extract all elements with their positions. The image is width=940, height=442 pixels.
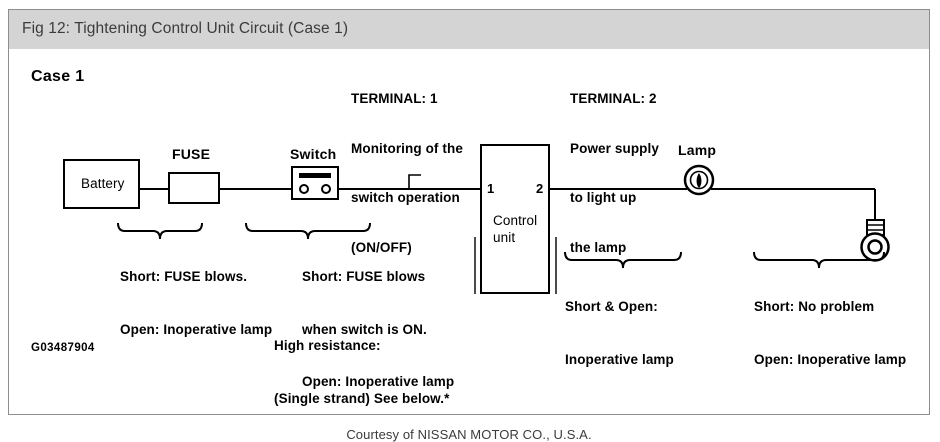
terminal-1-header-line2: Monitoring of the: [351, 140, 463, 156]
terminal-2-header-line4: the lamp: [570, 239, 627, 255]
terminal-2-header: TERMINAL: 2 Power supply to light up the…: [570, 58, 659, 289]
switch-label: Switch: [290, 146, 337, 162]
figure-code: G03487904: [31, 342, 95, 354]
lamp-icon: [683, 164, 715, 196]
note-fuse-switch: Short: FUSE blows when switch is ON. Ope…: [302, 233, 454, 426]
note-lamp-ground: Short: No problem Open: Inoperative lamp: [754, 263, 906, 403]
figure-title-bar: Fig 12: Tightening Control Unit Circuit …: [9, 10, 929, 49]
screenshot-root: Fig 12: Tightening Control Unit Circuit …: [8, 9, 930, 442]
note-battery-fuse-line2: Open: Inoperative lamp: [120, 321, 273, 337]
fuse-label: FUSE: [172, 146, 211, 162]
fuse-box: [168, 172, 220, 204]
terminal-1-header: TERMINAL: 1 Monitoring of the switch ope…: [351, 58, 463, 289]
brace-battery-fuse: [117, 222, 203, 240]
control-unit-box: [480, 144, 550, 294]
terminal-2-header-line2: Power supply: [570, 140, 659, 156]
control-unit-label-line1: Control: [493, 213, 538, 228]
note-control-lamp-line2: Inoperative lamp: [565, 351, 674, 367]
note-high-resistance-line2: (Single strand) See below.*: [274, 390, 450, 406]
note-fuse-switch-line1: Short: FUSE blows: [302, 269, 426, 284]
note-battery-fuse-line1: Short: FUSE blows.: [120, 269, 248, 284]
leader-terminal1: [408, 174, 421, 189]
terminal-1-header-line3: switch operation: [351, 190, 460, 205]
control-unit-label-line2: unit: [493, 230, 516, 245]
note-fuse-switch-line2: when switch is ON.: [302, 321, 427, 337]
terminal-1-header-line4: (ON/OFF): [351, 239, 412, 255]
figure-title: Fig 12: Tightening Control Unit Circuit …: [22, 20, 349, 37]
note-fuse-switch-line3: Open: Inoperative lamp: [302, 374, 455, 389]
case-title: Case 1: [31, 68, 85, 85]
switch-icon: [291, 166, 339, 200]
lamp-label: Lamp: [678, 142, 717, 158]
figure-footer: Courtesy of NISSAN MOTOR CO., U.S.A.: [346, 427, 592, 442]
ground-icon: [860, 219, 890, 262]
terminal-2-header-line3: to light up: [570, 190, 637, 205]
brace-fuse-switch: [245, 222, 371, 240]
circuit-schematic: [63, 144, 890, 294]
note-lamp-ground-line2: Open: Inoperative lamp: [754, 351, 907, 367]
terminal-1-number: 1: [487, 181, 495, 196]
note-high-resistance-line1: High resistance:: [274, 338, 381, 353]
battery-box: [63, 159, 140, 209]
note-battery-fuse: Short: FUSE blows. Open: Inoperative lam…: [120, 233, 272, 373]
brace-control-lamp: [564, 251, 682, 269]
diagram-canvas: Case 1 Battery FUSE Switch 1 2 Control u…: [9, 49, 929, 442]
note-control-lamp-line1: Short & Open:: [565, 299, 658, 314]
terminal-2-number: 2: [536, 181, 544, 196]
brace-lamp-ground: [753, 251, 885, 269]
figure-frame: Fig 12: Tightening Control Unit Circuit …: [8, 9, 930, 442]
note-control-lamp: Short & Open: Inoperative lamp: [565, 263, 674, 403]
battery-label: Battery: [81, 176, 125, 191]
terminal-2-header-line1: TERMINAL: 2: [570, 91, 657, 106]
note-high-resistance: High resistance: (Single strand) See bel…: [274, 302, 449, 442]
note-lamp-ground-line1: Short: No problem: [754, 299, 875, 314]
terminal-1-header-line1: TERMINAL: 1: [351, 91, 438, 106]
